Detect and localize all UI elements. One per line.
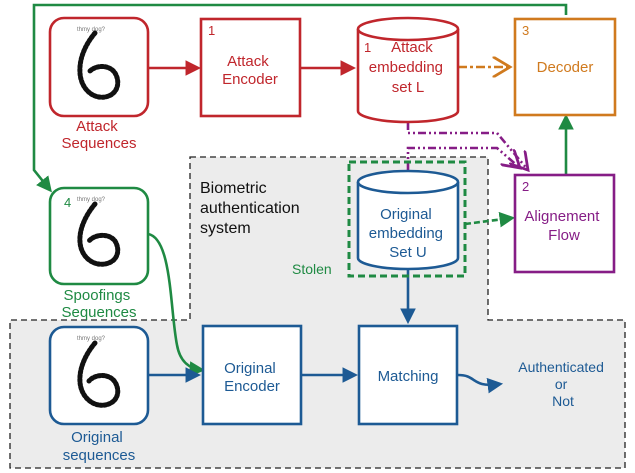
spoofing-sequences-label: Spoofings Sequences bbox=[61, 287, 136, 321]
attack-sequences-node: thmy dog? bbox=[48, 16, 150, 118]
thumbnail-mini-text: thmy dog? bbox=[77, 336, 106, 342]
attack-embedding-to-alignment-arrow bbox=[406, 122, 528, 170]
svg-text:Original Encoder: Original Encoder bbox=[224, 360, 280, 395]
original-sequences-label: Original sequences bbox=[63, 429, 136, 464]
attack-sequences-label: Attack Sequences bbox=[61, 118, 136, 152]
matching-to-output-arrow bbox=[457, 373, 504, 394]
alignment-flow-number: 2 bbox=[522, 179, 529, 194]
original-embedding-to-alignment-arrow bbox=[406, 146, 520, 170]
spoofing-to-encoder-arrow bbox=[147, 232, 206, 377]
spoofing-sequences-node: 4 thmy dog? bbox=[48, 186, 150, 286]
biometric-system-region bbox=[9, 156, 626, 469]
attack-encoder-number: 1 bbox=[208, 23, 215, 38]
digit-six-trajectory-icon bbox=[77, 30, 121, 100]
thumbnail-mini-text: thmy dog? bbox=[77, 197, 106, 203]
spoofing-number: 4 bbox=[64, 195, 71, 210]
original-embedding-node: Original embedding Set U bbox=[356, 169, 460, 271]
alignment-flow-node: 2 Alignement Flow bbox=[513, 173, 616, 274]
attack-encoder-node: 1 Attack Encoder bbox=[199, 17, 302, 118]
attack-embedding-node: 1 Attack embedding set L bbox=[356, 16, 460, 124]
decoder-number: 3 bbox=[522, 23, 529, 38]
stolen-label: Stolen bbox=[292, 261, 332, 277]
matching-node: Matching bbox=[357, 324, 459, 426]
original-encoder-node: Original Encoder bbox=[201, 324, 303, 426]
svg-text:Attack Encoder: Attack Encoder bbox=[222, 53, 278, 88]
authentication-output-label: Authenticated or Not bbox=[518, 359, 608, 409]
stolen-highlight-box bbox=[347, 160, 467, 278]
embedding-to-alignment-arrow bbox=[464, 211, 516, 228]
svg-text:Original embedding: Original embedding Set U bbox=[369, 206, 447, 261]
decoder-to-spoofing-arrow bbox=[32, 3, 568, 193]
decoder-node: 3 Decoder bbox=[513, 17, 617, 117]
digit-six-trajectory-icon bbox=[77, 201, 121, 267]
thumbnail-mini-text: thmy dog? bbox=[77, 27, 106, 33]
svg-text:Attack embedding s: Attack embedding set L bbox=[369, 39, 447, 96]
digit-six-trajectory-icon bbox=[77, 340, 121, 408]
biometric-system-label: Biometric authentication system bbox=[200, 180, 304, 237]
svg-text:Decoder: Decoder bbox=[537, 59, 594, 76]
attack-embedding-number: 1 bbox=[364, 40, 371, 55]
original-sequences-node: thmy dog? bbox=[48, 325, 150, 426]
svg-text:Alignement Flow: Alignement Flow bbox=[524, 208, 603, 244]
svg-text:Matching: Matching bbox=[378, 368, 439, 385]
